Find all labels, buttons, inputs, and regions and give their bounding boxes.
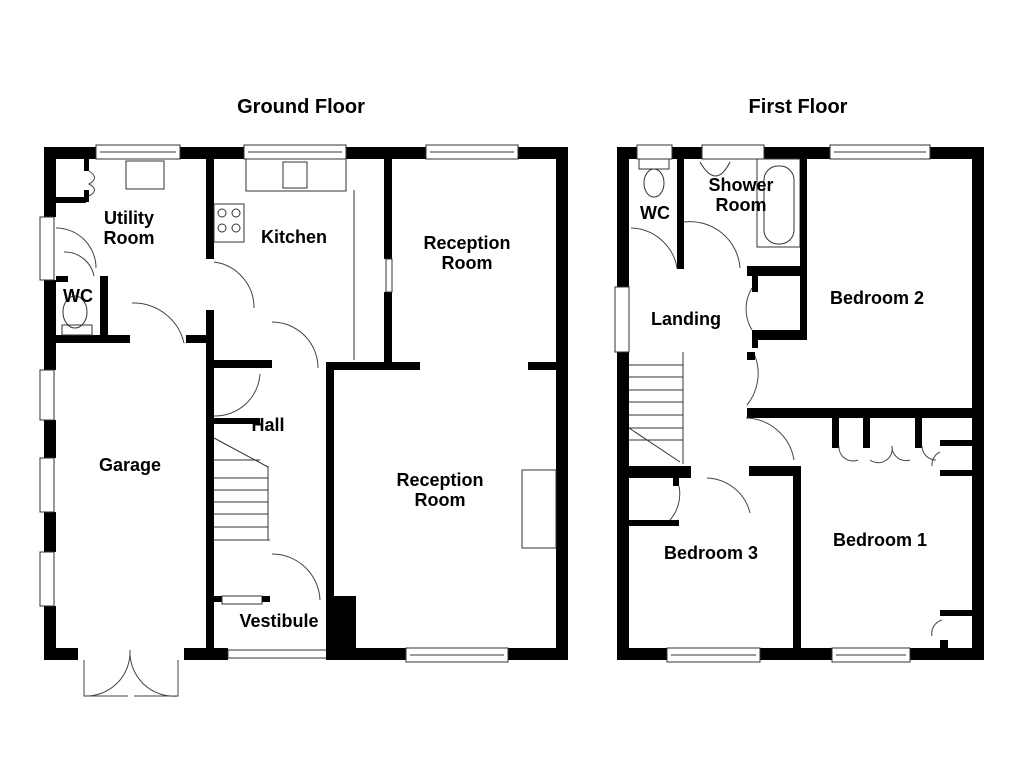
- room-label-bedroom-1: Bedroom 1: [832, 530, 928, 550]
- room-label-utility-room: Utility Room: [104, 208, 155, 248]
- room-label-line: Room: [103, 228, 155, 248]
- room-label-line: Reception: [396, 470, 484, 490]
- room-label-bedroom-2: Bedroom 2: [829, 288, 925, 308]
- room-label-line: Reception: [423, 233, 511, 253]
- room-label-bedroom-3: Bedroom 3: [663, 543, 759, 563]
- room-label-reception-room-rear: Reception Room: [423, 233, 510, 273]
- room-label-garage: Garage: [98, 455, 162, 475]
- room-label-kitchen: Kitchen: [260, 227, 328, 247]
- first-floor-title: First Floor: [748, 96, 848, 118]
- room-label-line: Shower: [708, 175, 774, 195]
- room-label-wc-first: WC: [640, 203, 670, 223]
- ground-floor-title: Ground Floor: [237, 96, 365, 118]
- room-label-line: Room: [414, 490, 466, 510]
- room-label-reception-room-front: Reception Room: [396, 470, 483, 510]
- room-label-wc-ground: WC: [63, 286, 93, 306]
- room-label-vestibule: Vestibule: [239, 611, 319, 631]
- room-label-line: Room: [715, 195, 767, 215]
- room-label-line: Room: [441, 253, 493, 273]
- ground-floor-plan: [39, 144, 568, 697]
- first-floor-plan: [614, 144, 984, 663]
- room-label-landing: Landing: [651, 309, 721, 329]
- room-label-hall: Hall: [251, 415, 285, 435]
- room-label-shower-room: Shower Room: [708, 175, 773, 215]
- room-label-line: Utility: [103, 208, 154, 228]
